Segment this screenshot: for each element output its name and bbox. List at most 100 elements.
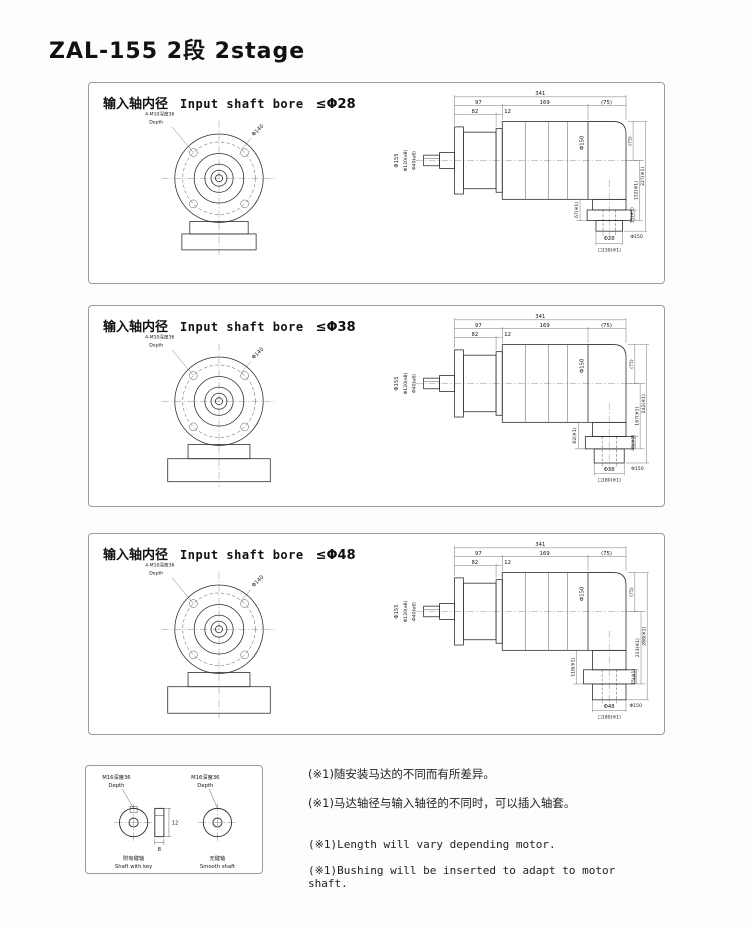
- shaft-detail-drawing: M16深度36 Depth 12 8 附有键轴 Shaft with key M…: [102, 773, 237, 870]
- front-leader-lines: [171, 126, 251, 153]
- dim-seg-c: (75): [601, 100, 612, 106]
- dim-pilot-dia: Φ120(e8): [403, 372, 409, 394]
- depth-label: Depth: [108, 783, 124, 789]
- side-labels: 341 97 169 (75) 82 12 Φ150 Φ155 Φ120(e8)…: [394, 542, 647, 720]
- side-body-outline: [423, 572, 636, 701]
- dim-seg-b: 169: [540, 323, 550, 329]
- dim-right-top: (75): [627, 136, 633, 146]
- panel-header-cn: 输入轴内径: [103, 548, 169, 563]
- front-flange-outline: [174, 133, 264, 251]
- dim-overall-height: 227(※1): [640, 167, 646, 186]
- key-length-dim: 12: [172, 821, 179, 827]
- side-dimension-lines: [454, 546, 649, 713]
- flange-dia-label: Φ140: [251, 123, 266, 138]
- side-dimension-lines: [454, 95, 648, 246]
- dim-flange-thickness: 45(※1): [630, 434, 636, 450]
- dim-seg-a: 97: [475, 100, 482, 106]
- dim-total-length: 341: [535, 91, 545, 97]
- front-centerlines: [161, 571, 277, 719]
- dim-lower-height: 167(※1): [634, 406, 640, 425]
- front-centerlines: [161, 120, 277, 256]
- footnotes: (※1)随安装马达的不同而有所差异。 (※1)马达轴径与输入轴径的不同时，可以插…: [308, 766, 653, 903]
- dim-overall-height: 288(※1): [641, 626, 647, 645]
- dim-outer-dia: Φ155: [394, 604, 400, 618]
- dim-sub-a: 82: [472, 332, 479, 338]
- panel-header-bore: ≤Φ38: [315, 320, 356, 335]
- tap-spec-label: M16深度36: [191, 773, 220, 781]
- dim-pilot-dia: Φ120(e8): [403, 600, 409, 622]
- dim-outer-dia: Φ155: [394, 153, 400, 167]
- side-dimension-lines: [454, 318, 649, 476]
- dim-out-square: □180(※1): [598, 714, 622, 720]
- side-body-outline: [423, 344, 634, 464]
- dim-body-dia: Φ150: [580, 586, 586, 601]
- with-key-caption-en: Shaft with key: [115, 864, 152, 870]
- dim-sub-b: 12: [504, 109, 511, 115]
- dim-seg-c: (75): [601, 323, 612, 329]
- dim-hub-dia: Φ40(e8): [412, 374, 418, 393]
- panel-header: 输入轴内径 Input shaft bore ≤Φ28: [103, 93, 356, 112]
- shaft-dim-lines: [122, 789, 218, 845]
- key-width-dim: 8: [158, 847, 161, 853]
- dim-leg-height: 67(※1): [574, 202, 580, 218]
- side-centerlines: [415, 383, 639, 471]
- smooth-caption-cn: 无键轴: [210, 854, 226, 862]
- dim-flange-thickness: 75(※1): [631, 669, 637, 685]
- side-view-drawing: 341 97 169 (75) 82 12 Φ150 Φ155 Φ120(e8)…: [394, 542, 649, 720]
- dim-leg-height: 118(※1): [570, 657, 576, 676]
- dim-outer-dia: Φ155: [394, 376, 400, 390]
- dim-seg-a: 97: [475, 551, 482, 557]
- front-view-drawing: 4-M10深度36 Depth Φ140: [145, 333, 277, 488]
- front-flange-outline: [167, 356, 271, 483]
- dim-flange-thickness: 35(※1): [630, 207, 636, 223]
- side-labels: 341 97 169 (75) 82 12 Φ150 Φ155 Φ120(e8)…: [394, 314, 647, 483]
- front-leader-lines: [171, 577, 251, 604]
- dim-seg-c: (75): [601, 551, 612, 557]
- dim-out-flange-dia: Φ150: [631, 466, 643, 472]
- dim-body-dia: Φ150: [580, 135, 586, 150]
- tap-spec-label: M16深度36: [102, 773, 131, 781]
- dim-out-flange-dia: Φ150: [630, 703, 642, 709]
- panel-bore-38: 输入轴内径 Input shaft bore ≤Φ38 4-M10深度36 De: [88, 305, 665, 507]
- dim-out-square: □180(※1): [598, 478, 622, 484]
- side-view-drawing: 341 97 169 (75) 82 12 Φ150 Φ155 Φ120(e8)…: [394, 91, 648, 253]
- dim-overall-height: 242(※1): [641, 394, 647, 413]
- dim-sub-a: 82: [472, 109, 479, 115]
- side-labels: 341 97 169 (75) 82 12 Φ150 Φ155 Φ120(e8)…: [394, 91, 646, 253]
- bolt-spec-label: 4-M10深度36: [145, 333, 174, 340]
- shaft-labels: M16深度36 Depth 12 8 附有键轴 Shaft with key M…: [102, 773, 235, 870]
- dim-out-flange-dia: Φ150: [630, 234, 642, 240]
- flange-dia-label: Φ140: [251, 574, 266, 589]
- dim-lower-height: 152(※1): [633, 181, 639, 200]
- front-view-drawing: 4-M10深度36 Depth Φ140: [145, 110, 277, 256]
- dim-out-bore: Φ28: [604, 236, 616, 242]
- page-title: ZAL-155 2段 2stage: [49, 39, 306, 64]
- panel-header-en: Input shaft bore: [180, 320, 304, 334]
- depth-label: Depth: [149, 570, 163, 576]
- front-labels: 4-M10深度36 Depth Φ140: [145, 333, 266, 360]
- dim-seg-a: 97: [475, 323, 482, 329]
- front-leader-lines: [171, 349, 251, 376]
- dim-out-square: □130(※1): [598, 247, 622, 253]
- bolt-spec-label: 4-M10深度36: [145, 561, 174, 568]
- panel-header-cn: 输入轴内径: [103, 97, 169, 112]
- side-centerlines: [415, 160, 639, 239]
- note-cn-1: (※1)随安装马达的不同而有所差异。: [308, 767, 495, 781]
- panel-header-en: Input shaft bore: [180, 97, 304, 111]
- with-key-caption-cn: 附有键轴: [123, 854, 144, 862]
- dim-leg-height: 82(※1): [572, 427, 578, 443]
- dim-sub-b: 12: [504, 560, 511, 566]
- shaft-outlines: [119, 806, 233, 838]
- smooth-caption-en: Smooth shaft: [200, 864, 235, 870]
- dim-right-top: (75): [629, 359, 635, 369]
- flange-dia-label: Φ140: [251, 346, 266, 361]
- bolt-spec-label: 4-M10深度36: [145, 110, 174, 117]
- panel-header-bore: ≤Φ28: [315, 97, 356, 112]
- depth-label: Depth: [149, 342, 163, 348]
- front-labels: 4-M10深度36 Depth Φ140: [145, 110, 266, 137]
- panel-header: 输入轴内径 Input shaft bore ≤Φ38: [103, 316, 356, 335]
- dim-sub-a: 82: [472, 560, 479, 566]
- dim-body-dia: Φ150: [580, 358, 586, 373]
- panel-bore-28: 输入轴内径 Input shaft bore ≤Φ28 4-M10深度36 De: [88, 82, 665, 284]
